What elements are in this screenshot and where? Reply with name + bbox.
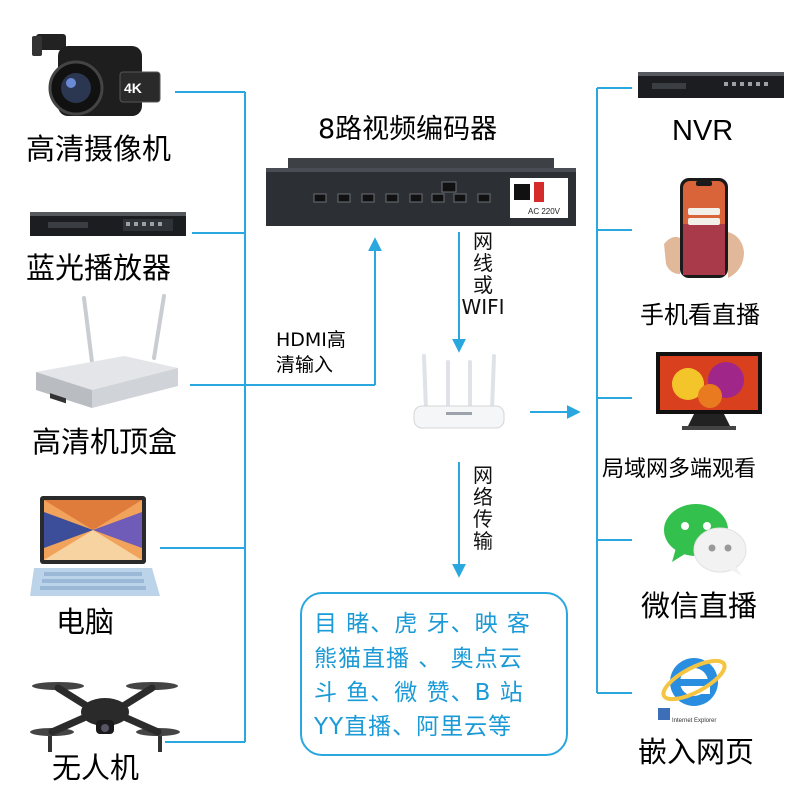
streaming-platforms-box — [300, 592, 568, 756]
label-drone: 无人机 — [52, 751, 140, 785]
label-lan-multi-view: 局域网多端观看 — [602, 457, 757, 482]
label-network-transmission: 网 络 传 输 — [473, 463, 493, 553]
drone-icon — [30, 682, 180, 752]
label-mobile-live: 手机看直播 — [640, 301, 760, 329]
label-pc: 电脑 — [56, 605, 115, 639]
ie-caption: Internet Explorer — [672, 718, 716, 724]
platform-line-4: YY直播、阿里云等 — [314, 714, 513, 740]
wifi-router-icon — [413, 354, 505, 429]
label-embed-webpage: 嵌入网页 — [638, 735, 755, 769]
label-bluray-player: 蓝光播放器 — [26, 251, 172, 285]
platform-line-2: 熊猫直播 、 奥点云 — [314, 646, 523, 672]
nvr-device-icon — [638, 72, 784, 98]
tv-monitor-icon — [656, 352, 762, 430]
internet-explorer-icon: Internet Explorer — [658, 658, 727, 724]
laptop-icon — [30, 496, 160, 596]
label-lan-or-wifi: 网 线 或 WIFI — [461, 229, 505, 319]
camera-4k-badge: 4K — [124, 80, 142, 96]
wechat-icon — [664, 504, 747, 576]
bluray-player-icon — [30, 212, 186, 236]
encoder-title: 8路视频编码器 — [318, 114, 498, 145]
video-encoder-device: AC 220V — [266, 158, 576, 226]
encoder-power-label: AC 220V — [528, 207, 561, 216]
label-wechat-live: 微信直播 — [641, 589, 758, 623]
label-camcorder: 高清摄像机 — [26, 132, 172, 166]
camcorder-icon: 4K — [32, 34, 161, 116]
platform-line-3: 斗 鱼、微 赞、B 站 — [314, 680, 524, 706]
smartphone-icon — [664, 178, 744, 278]
output-bus — [530, 87, 632, 694]
label-hdmi-line1: HDMI高 — [276, 329, 346, 351]
label-nvr: NVR — [672, 115, 734, 147]
platform-line-1: 目 睹、虎 牙、映 客 — [314, 611, 531, 637]
label-hdmi-line2: 清输入 — [276, 354, 334, 376]
settop-box-icon — [36, 294, 178, 408]
label-settop-box: 高清机顶盒 — [32, 425, 178, 459]
input-bus — [160, 91, 382, 743]
